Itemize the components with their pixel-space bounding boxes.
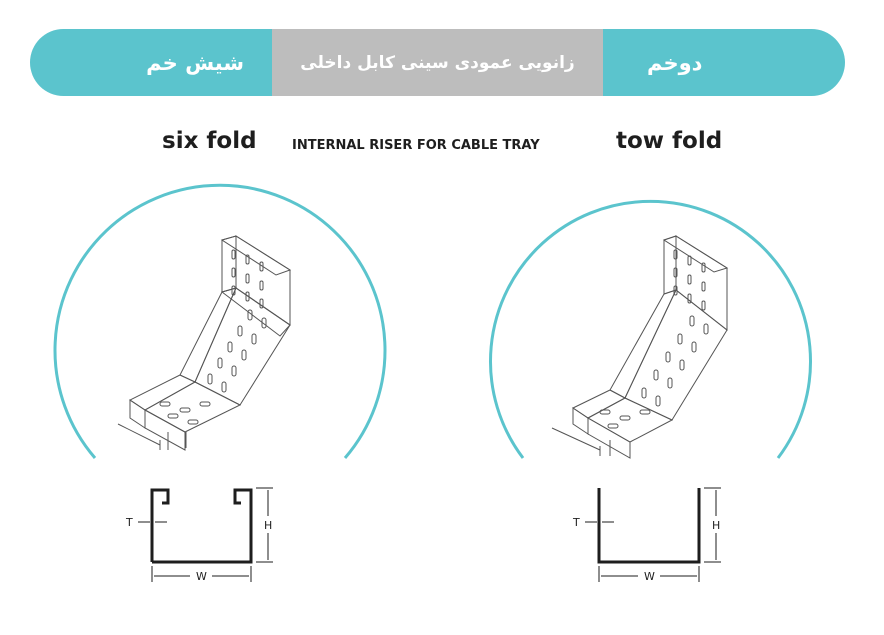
banner-middle-segment: زانویی عمودی سینی کابل داخلی — [272, 29, 603, 96]
tow-fold-t-label: T — [572, 516, 580, 529]
six-fold-tray-drawing — [117, 235, 292, 451]
six-fold-h-label: H — [264, 519, 272, 532]
banner-left-segment: شیش خم — [30, 29, 272, 96]
six-fold-profile: T H W — [125, 487, 273, 583]
tow-fold-tray-drawing — [551, 235, 729, 459]
heading-six-fold: six fold — [162, 128, 257, 154]
heading-tow-fold: tow fold — [616, 128, 723, 154]
tow-fold-profile: T H W — [572, 487, 721, 583]
six-fold-slots — [159, 249, 267, 425]
tow-fold-h-label: H — [712, 519, 720, 532]
banner-middle-label: زانویی عمودی سینی کابل داخلی — [300, 52, 575, 73]
banner-left-label: شیش خم — [146, 50, 244, 75]
six-fold-t-label: T — [125, 516, 133, 529]
six-fold-w-label: W — [196, 570, 207, 583]
tow-fold-arc — [489, 199, 812, 459]
six-fold-arc — [53, 183, 387, 459]
tow-fold-slots — [599, 249, 709, 429]
banner-right-label: دوخم — [647, 50, 703, 75]
tow-fold-w-label: W — [644, 570, 655, 583]
heading-internal-riser: INTERNAL RISER FOR CABLE TRAY — [292, 138, 540, 153]
banner-right-segment: دوخم — [603, 29, 845, 96]
title-banner: شیش خم زانویی عمودی سینی کابل داخلی دوخم — [30, 29, 845, 96]
